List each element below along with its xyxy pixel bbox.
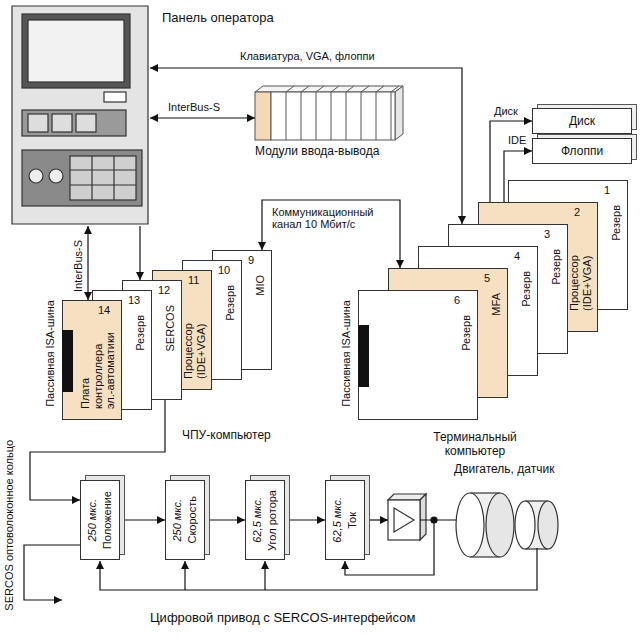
caption-label: ЧПУ-компьютер	[182, 428, 271, 442]
node-text: Двигатель, датчик	[454, 462, 554, 476]
cycle-time: 250 мкс.	[171, 499, 184, 542]
node-text: Диск	[569, 114, 595, 128]
callout-number: 1	[604, 184, 610, 196]
callout-number: 5	[484, 272, 490, 284]
edge-label: Клавиатура, VGA, флоппи	[240, 50, 375, 62]
connector	[139, 226, 140, 280]
callout-number: 10	[218, 264, 230, 276]
cycle-time: 250 мкс.	[86, 499, 99, 542]
callout-number: 3	[544, 228, 550, 240]
control-block: 250 мкс.Скорость	[165, 480, 205, 560]
edge-label: Диск	[494, 105, 518, 117]
caption-label: Терминальный компьютер	[420, 430, 530, 458]
node-text: MIO	[254, 275, 267, 296]
operator-panel-box: Панель оператора	[10, 4, 150, 226]
vertical-label: Пассивная ISA-шина	[44, 300, 57, 407]
callout-number: 13	[128, 294, 140, 306]
node-text: Резерв	[224, 285, 237, 321]
connector	[150, 117, 255, 118]
node-text: Резерв	[460, 315, 473, 351]
callout-number: 9	[248, 254, 254, 266]
edge-label: Коммуникационный канал 10 Мбит/с	[272, 206, 394, 230]
expansion-card: Резерв	[358, 290, 478, 420]
operator-panel	[12, 6, 148, 224]
expansion-card: Плата контроллера эл.-автоматики	[62, 300, 122, 420]
node-text: MFA	[490, 293, 503, 316]
vertical-label: Пассивная ISA-шина	[340, 300, 353, 407]
edge-label: InterBus-S	[168, 101, 220, 113]
io-modules	[255, 86, 403, 140]
node-text: Панель оператора	[162, 10, 274, 25]
connector	[87, 226, 88, 300]
vertical-label: SERCOS оптоволоконное кольцо	[3, 440, 16, 611]
node-text: Модули ввода-вывода	[255, 144, 379, 158]
node-text: Скорость	[186, 496, 199, 544]
node-text: Положение	[101, 491, 114, 549]
node-text: Резерв	[520, 271, 533, 307]
amplifier	[388, 494, 426, 540]
callout-number: 11	[188, 274, 199, 286]
caption-label: Цифровой привод с SERCOS-интерфейсом	[150, 610, 415, 625]
callout-number: 12	[158, 284, 170, 296]
drive-box: Диск	[532, 108, 632, 134]
connector	[285, 519, 325, 520]
callout-number: 4	[514, 250, 520, 262]
node-text: Резерв	[134, 315, 147, 351]
control-block: 62,5 мкс.Ток	[325, 480, 365, 560]
node-text: SERCOS	[164, 305, 177, 351]
callout-number: 6	[454, 294, 460, 306]
node-text: Флоппи	[561, 144, 603, 158]
node-text: Ток	[346, 512, 359, 529]
connector	[262, 200, 400, 268]
cycle-time: 62,5 мкс.	[251, 497, 264, 543]
connector	[205, 519, 245, 520]
motor-sensor	[456, 493, 558, 557]
node-text: Угол ротора	[266, 490, 279, 551]
connector	[120, 519, 165, 520]
motor-box: Двигатель, датчик	[440, 462, 590, 562]
node-text: Резерв	[610, 205, 623, 241]
drive-box: Флоппи	[532, 138, 632, 164]
node-text: Резерв	[550, 249, 563, 285]
node-text: Плата контроллера эл.-автоматики	[79, 325, 117, 409]
control-block: 62,5 мкс.Угол ротора	[245, 480, 285, 560]
callout-number: 14	[98, 304, 110, 316]
node-text: Процессор (IDE+VGA)	[568, 227, 593, 311]
edge-label: InterBus-S	[72, 240, 85, 292]
cycle-time: 62,5 мкс.	[331, 497, 344, 543]
callout-number: 2	[574, 206, 580, 218]
edge-label: IDE	[508, 134, 526, 146]
node-text: Процессор (IDE+VGA)	[182, 295, 207, 379]
io-modules-box: Модули ввода-вывода	[255, 92, 395, 140]
control-block: 250 мкс.Положение	[80, 480, 120, 560]
